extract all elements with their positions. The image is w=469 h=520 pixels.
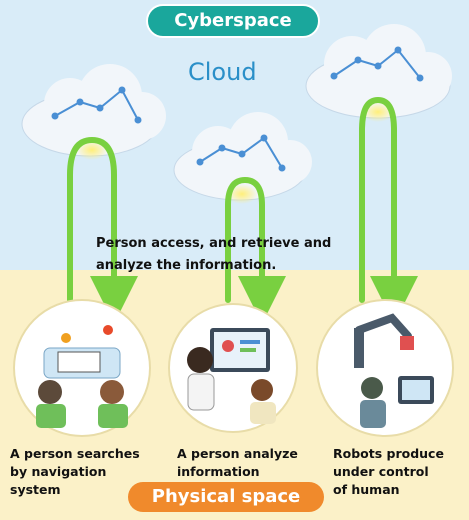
arrow-left-loop: [67, 136, 138, 324]
navigation-scene-image: [13, 299, 151, 437]
description-line: A person analyze: [177, 446, 298, 461]
caption-line-1: Person access, and retrieve and: [96, 236, 332, 251]
description-line: of human: [333, 482, 400, 497]
analysis-scene-image: [168, 303, 298, 433]
description-line: by navigation: [10, 464, 107, 479]
arrow-middle-loop: [225, 176, 286, 324]
cyberspace-label: Cyberspace: [146, 4, 320, 38]
arrow-right-loop: [359, 96, 418, 324]
cloud-label: Cloud: [188, 58, 257, 86]
description-line: system: [10, 482, 61, 497]
arrows: [67, 96, 418, 324]
robots-scene-image: [316, 299, 454, 437]
caption-line-2: analyze the information.: [96, 258, 277, 273]
cloud-icon-middle: [173, 112, 312, 204]
description-line: Robots produce: [333, 446, 444, 461]
description-line: A person searches: [10, 446, 140, 461]
description-line: under control: [333, 464, 429, 479]
description-line: information: [177, 464, 260, 479]
cloud-icon-left: [21, 64, 166, 160]
cloud-icon-right: [305, 24, 452, 122]
physical-space-label: Physical space: [128, 482, 324, 512]
